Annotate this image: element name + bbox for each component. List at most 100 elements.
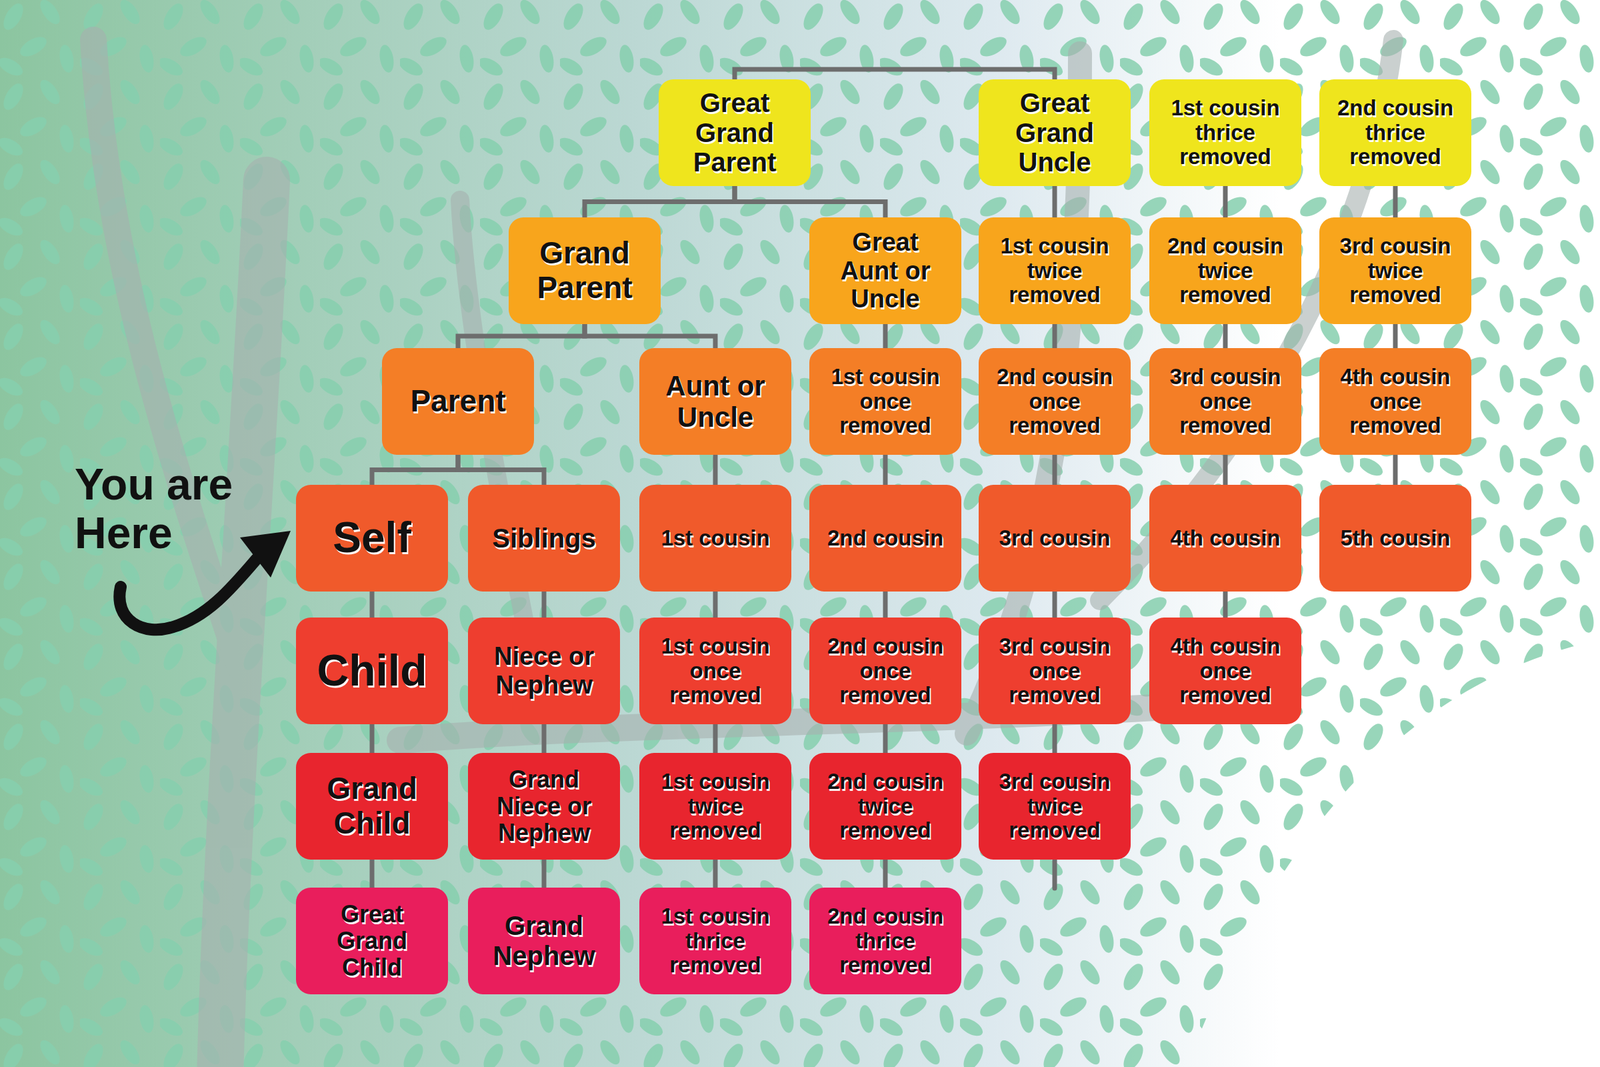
relation-box: Grand Child (296, 752, 448, 860)
relation-box: Grand Parent (508, 217, 661, 324)
connector-line (713, 859, 718, 888)
connector-line (584, 324, 716, 348)
text-stack: 1st cousin thrice removed (648, 904, 782, 978)
connector-line (713, 591, 718, 618)
relation-box: Great Aunt or Uncle (809, 217, 962, 324)
relation-label: 1st cousin twice removed (648, 769, 782, 844)
relation-box: 2nd cousin thrice removed (1319, 79, 1472, 186)
relation-box: Aunt or Uncle (639, 348, 792, 455)
relation-box: 5th cousin (1319, 484, 1472, 592)
text-stack: Parent (410, 384, 506, 419)
text-stack: Great Grand Uncle (988, 88, 1122, 178)
text-stack: 5th cousin (1340, 526, 1450, 551)
relation-label: 2nd cousin twice removed (818, 769, 952, 844)
text-stack: 4th cousin once removed (1158, 634, 1292, 708)
text-stack: 2nd cousin twice removed (818, 769, 952, 844)
relation-label: 4th cousin once removed (1158, 634, 1292, 708)
relation-label: 3rd cousin once removed (1158, 364, 1292, 439)
connector-line (734, 69, 1055, 80)
connector-line (713, 724, 718, 753)
relation-label: 3rd cousin (999, 526, 1111, 551)
connector-line (1393, 186, 1398, 218)
relation-box: 1st cousin thrice removed (639, 887, 792, 994)
connector-line (883, 724, 888, 753)
connector-line (370, 859, 375, 888)
relation-box: 1st cousin once removed (809, 348, 962, 455)
relation-label: 2nd cousin twice removed (1158, 234, 1292, 308)
text-stack: 2nd cousin once removed (818, 634, 952, 708)
connector-line (370, 724, 375, 753)
connector-line (883, 324, 888, 348)
text-stack: 3rd cousin twice removed (1328, 234, 1462, 308)
relation-label: 1st cousin thrice removed (1158, 96, 1292, 170)
relation-box: 1st cousin thrice removed (1149, 79, 1302, 186)
relation-box: 2nd cousin twice removed (1149, 217, 1302, 324)
connector-line (1393, 324, 1398, 348)
relation-box: 3rd cousin twice removed (1319, 217, 1472, 324)
connector-line (1393, 454, 1398, 485)
relation-label: Great Grand Parent (668, 88, 802, 178)
connector-line (1223, 324, 1228, 348)
relation-box: 1st cousin twice removed (978, 217, 1131, 324)
text-stack: 1st cousin once removed (818, 364, 952, 439)
text-stack: Grand Child (305, 771, 439, 840)
text-stack: 1st cousin (660, 526, 770, 551)
relation-label: Siblings (492, 523, 596, 554)
connector-line (370, 591, 375, 618)
relation-label: 2nd cousin once removed (988, 364, 1122, 439)
connector-line (458, 454, 544, 485)
relation-label: Grand Parent (518, 236, 652, 305)
relation-label: 1st cousin once removed (818, 364, 952, 439)
relation-box: Child (296, 617, 448, 724)
relation-box: 2nd cousin once removed (978, 348, 1131, 455)
relation-label: 4th cousin once removed (1328, 364, 1462, 439)
relation-label: Niece or Nephew (477, 642, 611, 699)
relation-label: Self (332, 514, 411, 562)
text-stack: Child (317, 646, 428, 696)
connector-line (1052, 454, 1058, 485)
relation-label: Great Grand Uncle (988, 88, 1122, 178)
text-stack: 3rd cousin once removed (1158, 364, 1292, 439)
relation-label: 3rd cousin once removed (988, 634, 1122, 708)
relation-box: Siblings (468, 484, 620, 592)
relation-label: Great Aunt or Uncle (828, 228, 942, 314)
relation-box: 3rd cousin (978, 484, 1131, 592)
text-stack: 1st cousin once removed (648, 634, 782, 708)
tree-branch (93, 40, 240, 667)
text-stack: Niece or Nephew (477, 642, 611, 699)
text-stack: Siblings (492, 523, 596, 554)
relation-box: Great Grand Child (296, 887, 448, 994)
text-stack: 2nd cousin (827, 526, 944, 551)
text-stack: 2nd cousin thrice removed (818, 904, 952, 978)
relation-label: 1st cousin twice removed (988, 234, 1122, 308)
relation-box: Great Grand Parent (658, 79, 811, 186)
connector-line (542, 859, 547, 888)
connector-line (883, 454, 888, 485)
text-stack: 3rd cousin (999, 526, 1111, 551)
relation-box: 2nd cousin thrice removed (809, 887, 962, 994)
relation-label: Grand Nephew (477, 910, 611, 971)
relation-box: 1st cousin once removed (639, 617, 792, 724)
relation-label: 1st cousin (660, 526, 770, 551)
tree-branches (93, 40, 1394, 1067)
relation-box: 1st cousin (639, 484, 792, 592)
relation-label: 1st cousin thrice removed (648, 904, 782, 978)
relation-box: 4th cousin once removed (1319, 348, 1472, 455)
text-stack: 1st cousin thrice removed (1158, 96, 1292, 170)
relation-label: 3rd cousin twice removed (1328, 234, 1462, 308)
relation-box: Grand Niece or Nephew (468, 752, 620, 860)
relation-label: Parent (410, 384, 506, 419)
connector-line (883, 591, 888, 618)
connector-line (1052, 724, 1058, 753)
text-stack: 1st cousin twice removed (648, 769, 782, 844)
text-stack: Grand Parent (518, 236, 652, 305)
curved-arrow (119, 558, 257, 630)
relation-box: Niece or Nephew (468, 617, 620, 724)
relation-label: 2nd cousin thrice removed (1328, 96, 1462, 170)
text-stack: Great Grand Child (308, 900, 436, 982)
text-stack: Grand Niece or Nephew (477, 766, 611, 847)
relation-box: Parent (382, 348, 534, 455)
connector-line (458, 324, 585, 348)
relation-label: 3rd cousin twice removed (988, 769, 1122, 844)
relation-box: Great Grand Uncle (978, 79, 1131, 186)
